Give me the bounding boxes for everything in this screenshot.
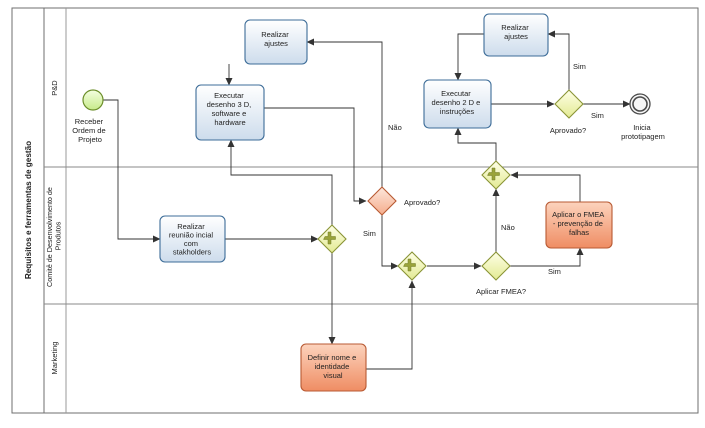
lane-label-comite-line-2: Produtos <box>54 221 63 250</box>
gateway-aprovado-2[interactable]: Aprovado? <box>550 89 586 135</box>
task-executar-desenho-2d-line-1: Executar <box>441 89 471 98</box>
end-event[interactable]: Inicia prototipagem <box>621 93 665 141</box>
flow-definir-to-parallel-2 <box>366 280 416 370</box>
task-aplicar-fmea-line-1: Aplicar o FMEA <box>552 210 604 219</box>
flow-ajustes-2-to-2d <box>454 33 484 81</box>
start-event[interactable]: Receber Ordem de Projeto <box>72 89 107 144</box>
flow-aprovado-1-to-parallel-2 <box>381 215 399 270</box>
task-definir-nome-line-1: Definir nome e <box>308 353 357 362</box>
task-realizar-reuniao[interactable]: Realizar reunião incial com stakholders <box>159 215 226 263</box>
flow-label-sim-2: Sim <box>573 62 586 71</box>
flow-fmea-gateway-to-fmea-task <box>510 247 584 267</box>
end-event-label-line-1: Inicia <box>633 123 651 132</box>
task-executar-desenho-3d-label: Executar desenho 3 D, software e hardwar… <box>207 91 254 127</box>
lane-label-comite: Comitê de Desenvolvimento de Produtos <box>45 185 63 287</box>
task-executar-desenho-2d-line-3: instruções <box>440 107 474 116</box>
task-definir-nome-label: Definir nome e identidade visual <box>308 353 359 380</box>
parallel-gateway-1[interactable] <box>317 224 347 254</box>
plus-icon <box>403 258 416 272</box>
pool-title: Requisitos e ferramentas de gestão <box>24 141 33 279</box>
flow-start-to-reuniao <box>103 99 161 243</box>
flow-labels: Não Sim Sim Sim Não Sim <box>363 62 604 276</box>
lane-labels: P&D Comitê de Desenvolvimento de Produto… <box>45 80 63 375</box>
flow-label-nao-2: Não <box>501 223 515 232</box>
flow-label-sim-1: Sim <box>363 229 376 238</box>
flow-fmea-task-to-parallel-3 <box>510 171 581 202</box>
task-realizar-ajustes-2[interactable]: Realizar ajustes <box>483 13 549 57</box>
task-aplicar-fmea-line-2: - prevenção de <box>553 219 603 228</box>
end-event-inner <box>632 96 648 112</box>
task-executar-desenho-3d-line-2: desenho 3 D, <box>207 100 252 109</box>
end-event-label: Inicia prototipagem <box>621 123 665 141</box>
start-event-circle[interactable] <box>82 89 104 111</box>
task-realizar-reuniao-line-2: reunião incial <box>169 231 214 240</box>
lane-label-comite-line-1: Comitê de Desenvolvimento de <box>45 187 54 287</box>
task-executar-desenho-2d-label: Executar desenho 2 D e instruções <box>432 89 483 116</box>
flow-parallel-3-to-2d <box>454 127 497 161</box>
start-event-label-line-1: Receber <box>75 117 104 126</box>
task-realizar-ajustes-1[interactable]: Realizar ajustes <box>244 19 308 65</box>
task-realizar-ajustes-2-line-1: Realizar <box>501 23 529 32</box>
task-definir-nome[interactable]: Definir nome e identidade visual <box>300 343 367 392</box>
lane-label-rd: P&D <box>50 80 59 96</box>
task-definir-nome-line-2: identidade <box>315 362 350 371</box>
gateway-aprovado-1[interactable]: Aprovado? <box>367 186 440 216</box>
plus-icon <box>323 231 336 245</box>
end-event-label-line-2: prototipagem <box>621 132 665 141</box>
task-realizar-ajustes-1-line-2: ajustes <box>264 39 288 48</box>
plus-icon <box>487 167 500 181</box>
task-aplicar-fmea-line-3: falhas <box>569 228 589 237</box>
start-event-label-line-3: Projeto <box>78 135 102 144</box>
task-executar-desenho-3d[interactable]: Executar desenho 3 D, software e hardwar… <box>195 84 265 141</box>
task-executar-desenho-3d-line-1: Executar <box>214 91 244 100</box>
start-event-label-line-2: Ordem de <box>72 126 105 135</box>
gateway-aprovado-2-label: Aprovado? <box>550 126 586 135</box>
sequence-flows <box>103 30 631 370</box>
flow-aprovado-1-to-ajustes-1 <box>306 38 383 188</box>
task-realizar-ajustes-2-label: Realizar ajustes <box>501 23 531 41</box>
flow-label-sim-4: Sim <box>548 267 561 276</box>
flow-aprovado-2-to-ajustes-2 <box>547 30 570 90</box>
task-realizar-ajustes-1-label: Realizar ajustes <box>261 30 291 48</box>
parallel-gateway-3[interactable] <box>481 160 511 190</box>
task-realizar-ajustes-2-line-2: ajustes <box>504 32 528 41</box>
flow-label-nao-1: Não <box>388 123 402 132</box>
task-realizar-reuniao-label: Realizar reunião incial com stakholders <box>169 222 215 257</box>
gateway-aplicar-fmea[interactable]: Aplicar FMEA? <box>476 251 526 296</box>
task-aplicar-fmea-label: Aplicar o FMEA - prevenção de falhas <box>552 210 606 237</box>
parallel-gateway-2[interactable] <box>397 251 427 281</box>
task-executar-desenho-3d-line-3: software e <box>212 109 247 118</box>
flow-3d-to-aprovado-1 <box>264 107 367 205</box>
flow-parallel-1-to-3d <box>227 139 333 225</box>
lane-label-marketing: Marketing <box>50 342 59 375</box>
task-executar-desenho-2d[interactable]: Executar desenho 2 D e instruções <box>423 79 492 129</box>
task-executar-desenho-2d-line-2: desenho 2 D e <box>432 98 481 107</box>
task-realizar-reuniao-line-4: stakholders <box>173 248 212 257</box>
task-realizar-ajustes-1-line-1: Realizar <box>261 30 289 39</box>
gateway-aplicar-fmea-label: Aplicar FMEA? <box>476 287 526 296</box>
task-definir-nome-line-3: visual <box>323 371 343 380</box>
flow-label-sim-3: Sim <box>591 111 604 120</box>
gateway-aprovado-1-label: Aprovado? <box>404 198 440 207</box>
task-aplicar-fmea[interactable]: Aplicar o FMEA - prevenção de falhas <box>545 201 613 249</box>
task-realizar-reuniao-line-1: Realizar <box>177 222 205 231</box>
task-realizar-reuniao-line-3: com <box>184 239 198 248</box>
task-executar-desenho-3d-line-4: hardware <box>214 118 245 127</box>
start-event-label: Receber Ordem de Projeto <box>72 117 107 144</box>
